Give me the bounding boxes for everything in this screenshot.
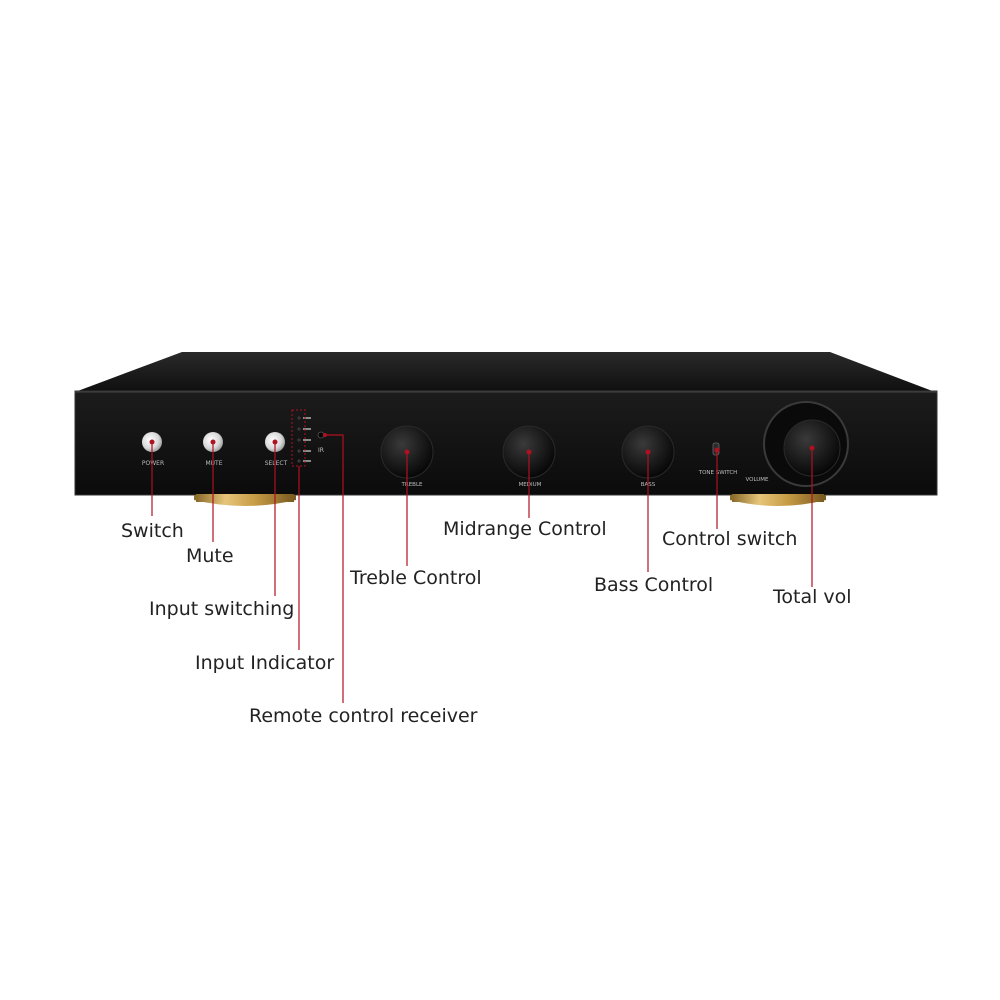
callout-input-switching: Input switching bbox=[149, 598, 295, 620]
callout-bass: Bass Control bbox=[594, 574, 714, 596]
callout-midrange: Midrange Control bbox=[443, 518, 607, 540]
treble-label: TREBLE bbox=[401, 482, 423, 488]
callout-input-indicator: Input Indicator bbox=[195, 652, 335, 674]
volume-label: VOLUME bbox=[745, 477, 769, 483]
select-label: SELECT bbox=[265, 460, 288, 467]
input-indicator-leds bbox=[297, 416, 301, 463]
callout-switch: Switch bbox=[121, 520, 184, 542]
power-label: POWER bbox=[142, 460, 164, 467]
callout-control-switch: Control switch bbox=[662, 528, 798, 550]
mid-label: MEDIUM bbox=[519, 482, 542, 488]
leader-dots bbox=[149, 433, 815, 455]
callout-remote-receiver: Remote control receiver bbox=[249, 705, 478, 727]
leader-lines bbox=[151, 434, 813, 703]
ir-label: IR bbox=[318, 447, 324, 454]
mute-label: MUTE bbox=[205, 460, 222, 467]
chassis-top bbox=[75, 352, 935, 392]
callout-treble: Treble Control bbox=[350, 567, 482, 589]
input-indicator-frame bbox=[291, 409, 306, 467]
callout-total-vol: Total vol bbox=[773, 586, 852, 608]
callout-mute: Mute bbox=[186, 545, 234, 567]
